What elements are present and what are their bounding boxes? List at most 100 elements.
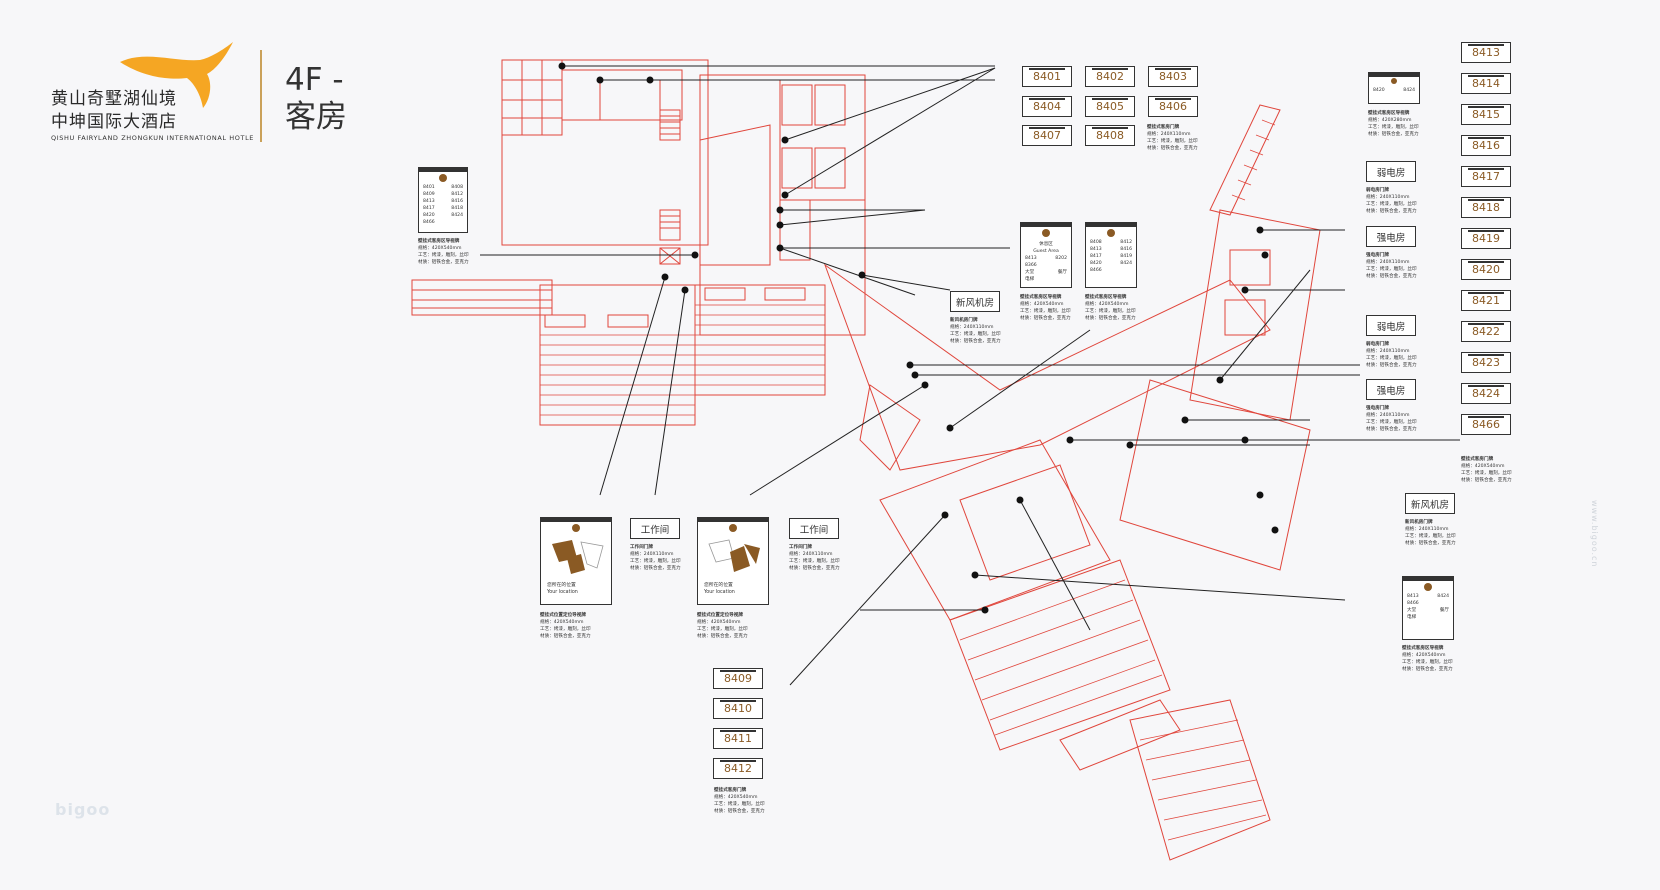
directory-cell: 8413 — [423, 199, 435, 204]
directory-rows: 8420 8424 — [1373, 87, 1415, 94]
directory-row: 大堂餐厅 — [1407, 607, 1449, 614]
directory-row: 8408 8412 — [1090, 239, 1132, 246]
directory-cell: 8466 — [423, 220, 435, 225]
directory-cell: 电梯 — [1025, 277, 1035, 282]
directory-row: 8417 8418 — [423, 205, 463, 212]
workroom-sign-2: 工作间 — [789, 518, 839, 539]
brand-divider — [260, 50, 262, 142]
room-plate-8422: 8422 — [1461, 321, 1511, 342]
directory-cell: 8401 — [423, 185, 435, 190]
directory-cell: 8413 — [1407, 594, 1419, 599]
brand-name-line1: 黄山奇墅湖仙境 — [51, 89, 177, 109]
room-plate-8415: 8415 — [1461, 104, 1511, 125]
directory-row: 8417 8419 — [1090, 253, 1132, 260]
brand-name-line2: 中坤国际大酒店 — [51, 112, 177, 132]
directory-cell: 8419 — [1120, 254, 1132, 259]
directory-cell: 8424 — [451, 213, 463, 218]
room-plate-8413: 8413 — [1461, 42, 1511, 63]
directory-cell: 8418 — [451, 206, 463, 211]
floor-number: 4F - — [285, 62, 344, 98]
room-plate-8410: 8410 — [713, 698, 763, 719]
directory-head-en: Guest Area — [1033, 249, 1059, 254]
directory-row: 8466 — [1407, 600, 1449, 607]
weak-power-room-sign-2: 弱电房 — [1366, 315, 1416, 336]
directory-cell: 8466 — [1407, 601, 1419, 606]
directory-cell: 8466 — [1090, 268, 1102, 273]
directory-cell: 8420 — [423, 213, 435, 218]
room-plate-8404: 8404 — [1022, 96, 1072, 117]
room-plate-8419: 8419 — [1461, 228, 1511, 249]
directory-cell: 8420 — [1373, 88, 1385, 93]
hotel-logo-icon — [729, 524, 737, 532]
room-plate-8424: 8424 — [1461, 383, 1511, 404]
directory-row: 8413 8424 — [1407, 593, 1449, 600]
directory-cell: 8417 — [1090, 254, 1102, 259]
room-plate-8412: 8412 — [713, 758, 763, 779]
directory-row: 电梯 — [1407, 614, 1449, 621]
brand-name-cn: 黄山奇墅湖仙境 中坤国际大酒店 — [51, 88, 177, 134]
directory-row: 8420 8424 — [1373, 87, 1415, 94]
room-plate-8406: 8406 — [1148, 96, 1198, 117]
hotel-logo-icon — [439, 174, 447, 182]
directory-cell: 8424 — [1403, 88, 1415, 93]
directory-cell: 8416 — [1120, 247, 1132, 252]
directory-cell: 8424 — [1437, 594, 1449, 599]
workroom-sign-1: 工作间 — [630, 518, 680, 539]
brand-logo — [120, 42, 233, 108]
directory-row: 8401 8408 — [423, 184, 463, 191]
directory-rows: 8401 8408 8409 8412 8413 8416 8417 8418 8420 8424… — [423, 184, 463, 226]
directory-row: 8466 — [423, 219, 463, 226]
directory-cell: 8408 — [451, 185, 463, 190]
room-plate-8416: 8416 — [1461, 135, 1511, 156]
fresh-air-room-sign: 新风机房 — [950, 291, 1000, 312]
directory-sign-right-top: 8420 8424 — [1368, 72, 1420, 104]
directory-cell: 8420 — [1090, 261, 1102, 266]
watermark-logo: bigoo — [55, 800, 111, 819]
directory-cell: 8366 — [1025, 263, 1037, 268]
floor-title: 4F - 客房 — [285, 62, 347, 136]
directory-row: 8466 — [1090, 267, 1132, 274]
floor-area: 客房 — [285, 99, 347, 135]
directory-cell: 餐厅 — [1439, 608, 1449, 613]
leader-lines — [480, 65, 1460, 686]
directory-cell: 8409 — [423, 192, 435, 197]
mini-map-icon — [708, 539, 760, 572]
room-plate-8417: 8417 — [1461, 166, 1511, 187]
room-plate-8411: 8411 — [713, 728, 763, 749]
directory-sign-left: 8401 8408 8409 8412 8413 8416 8417 8418 8420 8424… — [418, 167, 468, 233]
directory-cell: 8416 — [451, 199, 463, 204]
directory-head: 休息区 — [1039, 242, 1053, 247]
room-plate-8405: 8405 — [1085, 96, 1135, 117]
fresh-air-room-sign-right: 新风机房 — [1405, 493, 1455, 514]
strong-power-room-sign-1: 强电房 — [1366, 226, 1416, 247]
directory-cell: 8417 — [423, 206, 435, 211]
room-plate-8401: 8401 — [1022, 66, 1072, 87]
directory-cell: 8412 — [451, 192, 463, 197]
directory-cell: 电梯 — [1407, 615, 1417, 620]
directory-cell: 8408 — [1090, 240, 1102, 245]
directory-cell: 8202 — [1055, 256, 1067, 261]
directory-cell: 8412 — [1120, 240, 1132, 245]
